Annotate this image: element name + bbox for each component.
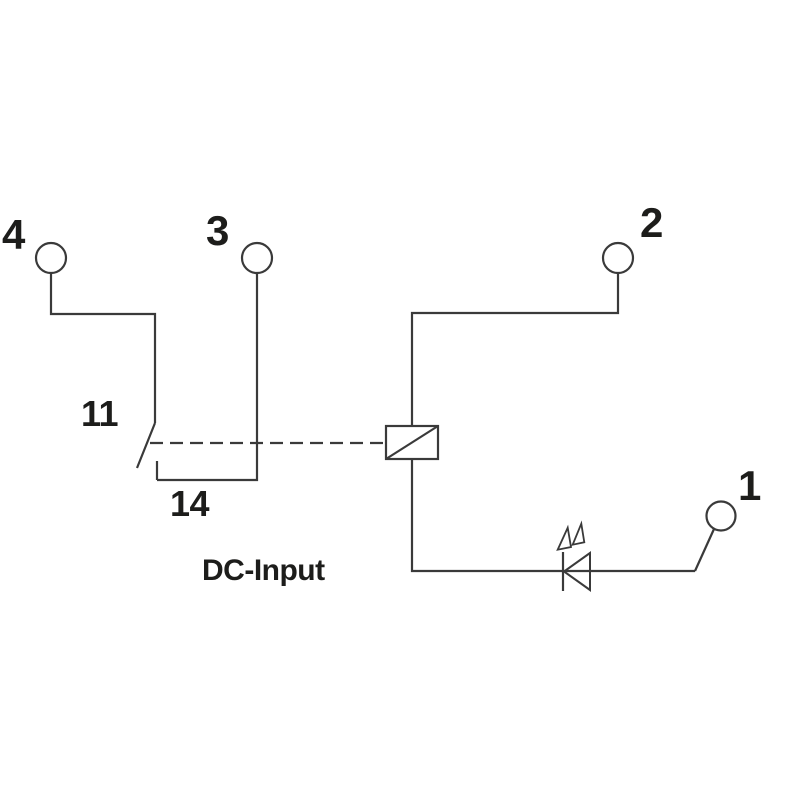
led-emission-arrows-icon bbox=[556, 520, 586, 551]
led-triangle-icon bbox=[562, 551, 591, 592]
terminal-3-label: 3 bbox=[206, 207, 229, 254]
wire-coil-to-led bbox=[410, 459, 695, 573]
terminal-4-circle bbox=[34, 241, 68, 275]
terminal-4-label: 4 bbox=[2, 211, 25, 258]
terminal-2-label: 2 bbox=[640, 199, 663, 246]
contact-11-label: 11 bbox=[81, 393, 119, 434]
wire-terminal2-to-coil bbox=[410, 273, 620, 426]
wire-terminal4-to-switch bbox=[49, 273, 157, 423]
terminal-1-circle bbox=[705, 500, 737, 532]
relay-coil-diagonal bbox=[385, 425, 439, 460]
contact-14-label: 14 bbox=[170, 483, 210, 524]
wire-switch-to-terminal3 bbox=[157, 273, 259, 482]
terminal-1-label: 1 bbox=[738, 462, 761, 509]
wire-led-to-terminal1 bbox=[693, 528, 716, 572]
terminal-2-circle bbox=[601, 241, 635, 275]
switch-blade bbox=[135, 422, 157, 469]
led-arrow-2-icon bbox=[571, 520, 586, 546]
led-arrow-1-icon bbox=[556, 524, 573, 551]
terminal-3-circle bbox=[240, 241, 274, 275]
dc-input-caption: DC-Input bbox=[202, 554, 325, 587]
